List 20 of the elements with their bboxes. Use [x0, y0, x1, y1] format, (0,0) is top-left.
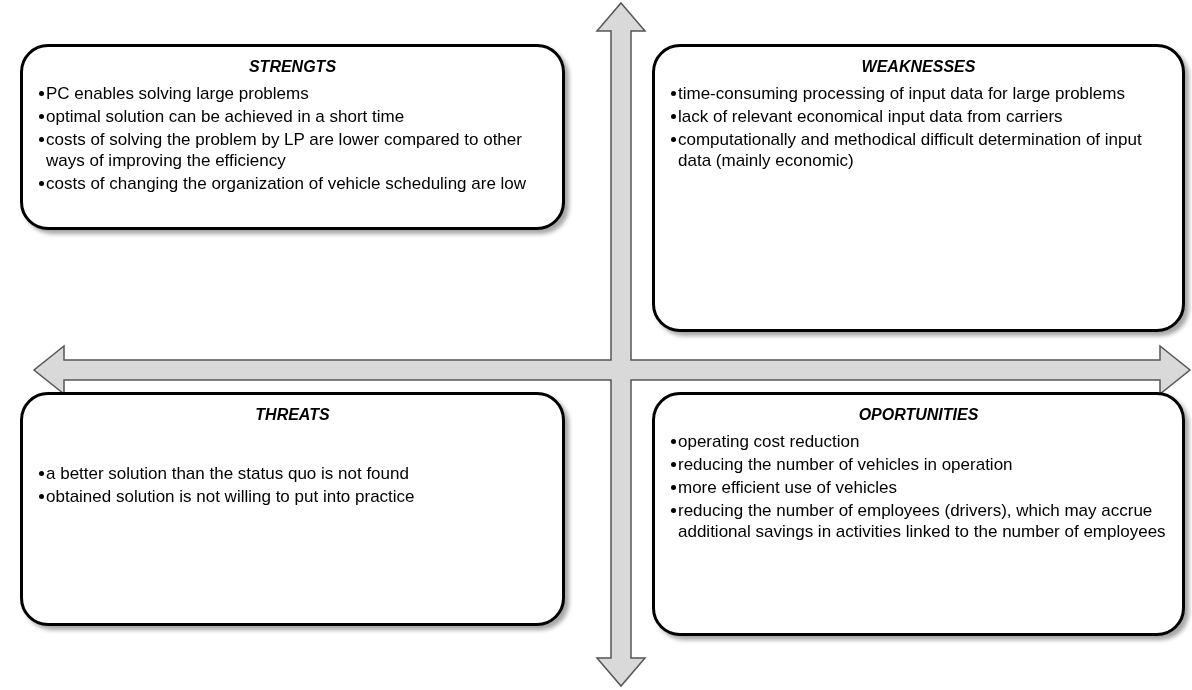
bullet-text: time-consuming processing of input data for large problems — [678, 83, 1125, 104]
box-heading: STRENGTS — [247, 57, 338, 77]
bullet-text: optimal solution can be achieved in a short time — [46, 106, 405, 127]
swot-box — [20, 392, 565, 626]
bullet-text: PC enables solving large problems — [46, 83, 309, 104]
bullet-text: lack of relevant economical input data from carriers — [678, 106, 1063, 127]
bullet-text: more efficient use of vehicles — [678, 477, 897, 498]
bullet-text: obtained solution is not willing to put into practice — [46, 486, 415, 507]
swot-box — [20, 44, 565, 230]
box-heading: THREATS — [254, 405, 331, 425]
bullet-text: costs of changing the organization of vehicle scheduling are low — [46, 173, 527, 194]
box-heading: WEAKNESSES — [860, 57, 977, 77]
box-heading: OPORTUNITIES — [857, 405, 980, 425]
bullet-text: a better solution than the status quo is not found — [46, 463, 409, 484]
bullet-text: operating cost reduction — [678, 431, 860, 452]
bullet-text: reducing the number of vehicles in operation — [678, 454, 1013, 475]
bullet-text: reducing the number of employees (drivers), which may accrue additional savings in activities linked to the number of employees — [678, 500, 1166, 542]
swot-box — [652, 44, 1185, 332]
swot-box — [652, 392, 1185, 636]
bullet-text: computationally and methodical difficult determination of input data (mainly economic) — [678, 129, 1143, 171]
